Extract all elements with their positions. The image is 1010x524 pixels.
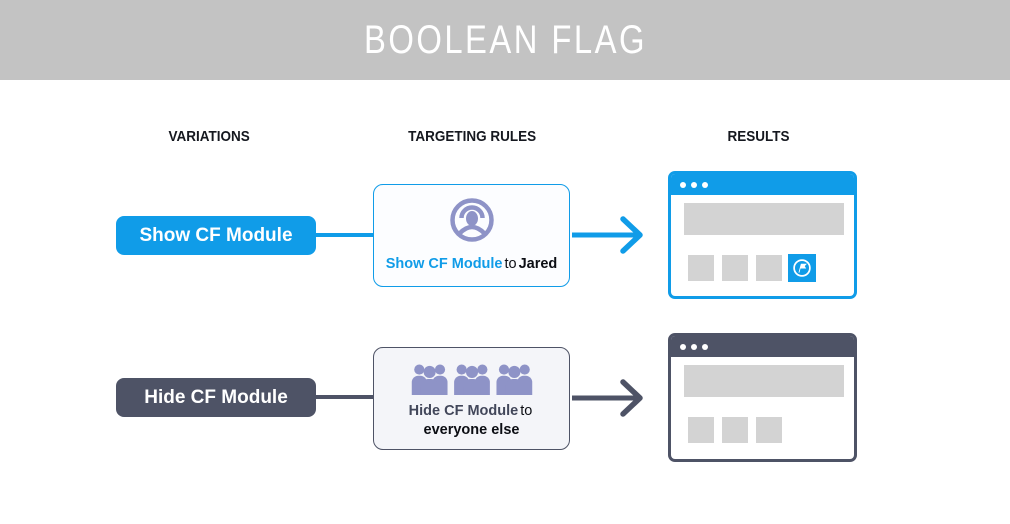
variation-show-cf-module: Show CF Module	[116, 216, 316, 255]
flag-circle-icon	[793, 259, 811, 277]
connector-line-hide	[314, 395, 374, 399]
placeholder-block	[688, 417, 714, 443]
window-dot	[702, 181, 708, 188]
window-dot	[702, 343, 708, 350]
result-browser-hide	[668, 333, 857, 462]
placeholder-block	[722, 255, 748, 281]
browser-titlebar	[671, 336, 854, 357]
window-dot	[691, 181, 697, 188]
window-dot	[680, 181, 686, 188]
rule-connector: to	[504, 256, 517, 272]
window-dot	[680, 343, 686, 350]
rule-flag-name: Show CF Module	[385, 256, 503, 272]
placeholder-block	[756, 255, 782, 281]
browser-titlebar	[671, 174, 854, 195]
result-browser-show	[668, 171, 857, 299]
placeholder-banner	[684, 203, 844, 235]
arrow-icon	[572, 216, 643, 254]
placeholder-banner	[684, 365, 844, 397]
rule-connector: to	[520, 403, 533, 419]
window-dot	[691, 343, 697, 350]
rule-audience: everyone else	[423, 422, 520, 438]
single-user-icon	[448, 196, 496, 244]
column-label-targeting-rules: TARGETING RULES	[407, 128, 536, 145]
variation-label: Hide CF Module	[144, 386, 288, 408]
placeholder-block	[756, 417, 782, 443]
crowd-icon	[409, 363, 535, 408]
column-label-results: RESULTS	[726, 128, 790, 145]
variation-label: Show CF Module	[139, 224, 293, 246]
rule-flag-name: Hide CF Module	[408, 403, 519, 419]
placeholder-block	[688, 255, 714, 281]
placeholder-block	[722, 417, 748, 443]
connector-line-show	[314, 233, 374, 237]
diagram-title: BOOLEAN FLAG	[363, 17, 647, 62]
diagram-header: BOOLEAN FLAG	[0, 0, 1010, 80]
rule-audience: Jared	[518, 256, 558, 272]
cf-module-block	[788, 254, 816, 282]
variation-hide-cf-module: Hide CF Module	[116, 378, 316, 417]
arrow-icon	[572, 379, 643, 417]
column-label-variations: VARIATIONS	[168, 128, 250, 145]
